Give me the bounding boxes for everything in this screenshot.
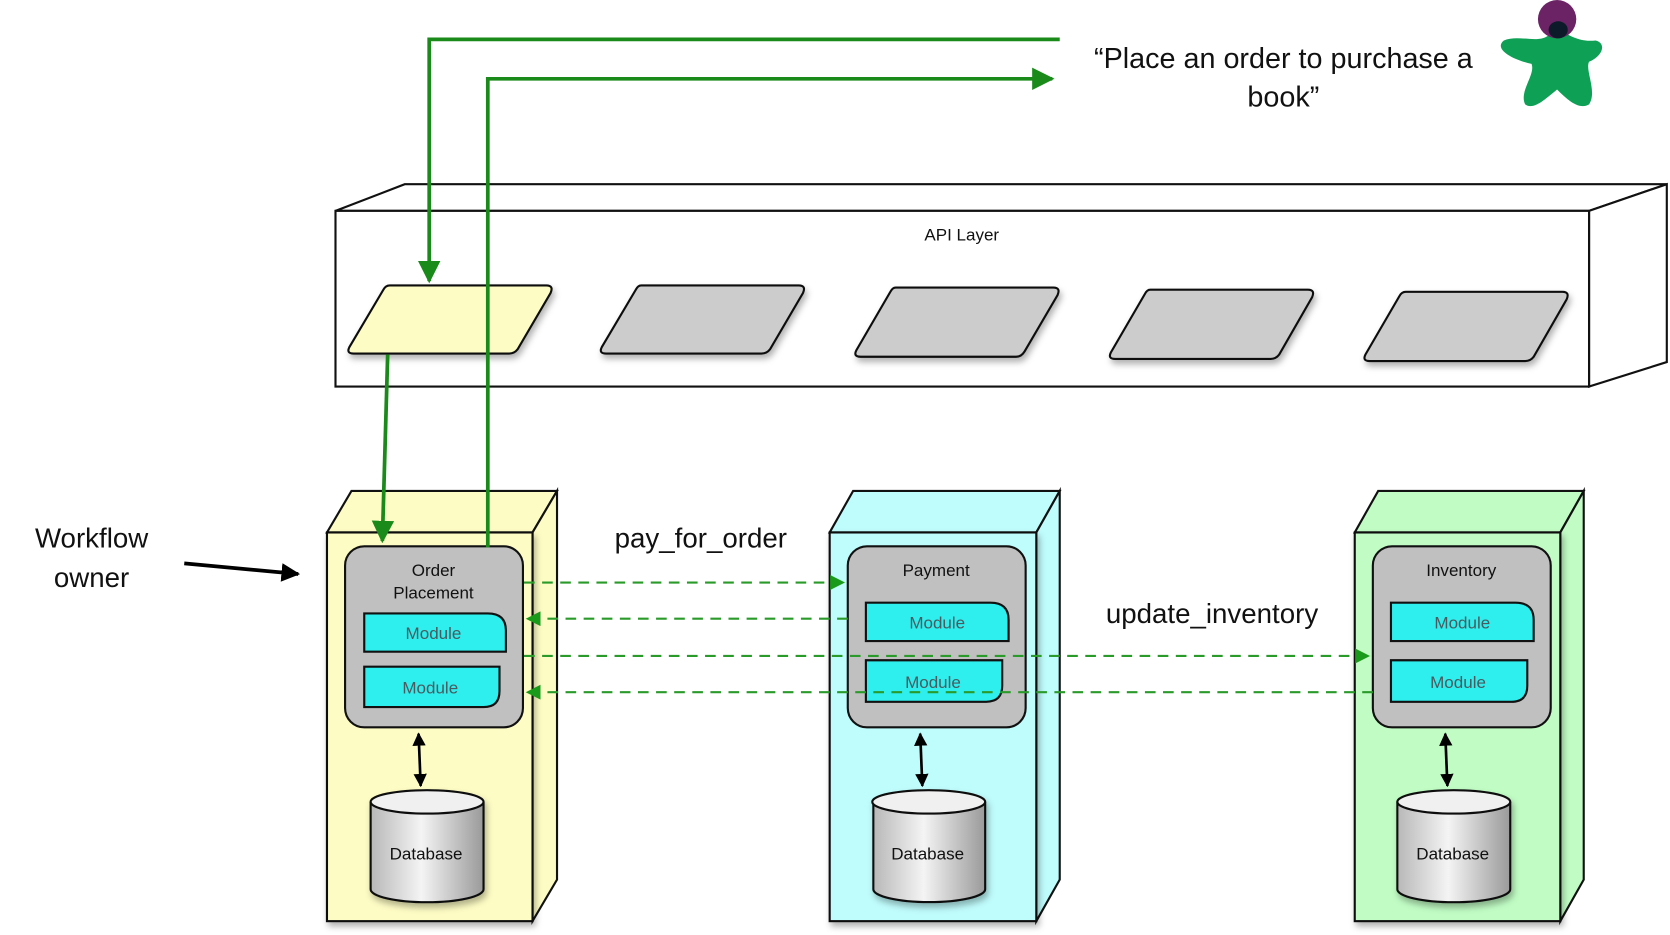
order-placement-title-2: Placement [393, 583, 474, 602]
api-layer-label: API Layer [924, 226, 999, 245]
api-endpoint-2[interactable] [599, 284, 806, 355]
order-placement-module-2[interactable] [363, 665, 501, 709]
payment-db-link [914, 732, 929, 788]
payment-title: Payment [903, 561, 970, 580]
order-placement-module-1-label: Module [406, 624, 462, 643]
workflow-owner-arrow [184, 561, 301, 582]
service-inventory: Inventory Module Module Database [1352, 486, 1586, 926]
order-placement-database[interactable] [369, 789, 485, 904]
inventory-title: Inventory [1426, 561, 1496, 580]
payment-database-label: Database [891, 844, 964, 863]
service-payment: Payment Module Module Database [827, 486, 1062, 926]
api-endpoint-3[interactable] [854, 286, 1060, 358]
payment-module-1[interactable] [864, 601, 1010, 643]
update-inventory-label: update_inventory [1106, 598, 1318, 629]
inventory-database-label: Database [1416, 844, 1489, 863]
api-endpoint-4[interactable] [1108, 288, 1315, 360]
order-placement-db-link [412, 732, 427, 788]
pay-for-order-label: pay_for_order [615, 522, 787, 553]
inventory-db-link [1439, 732, 1454, 788]
order-placement-database-label: Database [390, 844, 463, 863]
request-text-line1: “Place an order to purchase a [1094, 43, 1473, 75]
inventory-module-2-label: Module [1430, 673, 1486, 692]
api-endpoint-5[interactable] [1363, 290, 1569, 363]
order-placement-title-1: Order [412, 561, 456, 580]
payment-module-2-label: Module [905, 673, 961, 692]
response-flow-arrow [485, 67, 1055, 548]
workflow-owner-line1: Workflow [35, 522, 149, 553]
order-placement-module-2-label: Module [402, 678, 458, 697]
inventory-module-1-label: Module [1434, 613, 1490, 632]
request-flow-arrow [418, 37, 1060, 284]
service-order-placement: Order Placement Module Module Database [325, 487, 559, 926]
order-placement-module-1[interactable] [363, 612, 507, 653]
workflow-owner-line2: owner [54, 562, 129, 593]
inventory-module-1[interactable] [1389, 601, 1535, 643]
user-figure-icon [1500, 0, 1603, 107]
inventory-database[interactable] [1396, 789, 1512, 904]
inventory-module-2[interactable] [1389, 659, 1529, 703]
payment-module-1-label: Module [909, 613, 965, 632]
payment-database[interactable] [871, 789, 987, 904]
api-endpoint-order-placement[interactable] [347, 284, 553, 355]
request-text-line2: book” [1247, 81, 1319, 113]
endpoint-to-service-arrow [371, 354, 395, 544]
